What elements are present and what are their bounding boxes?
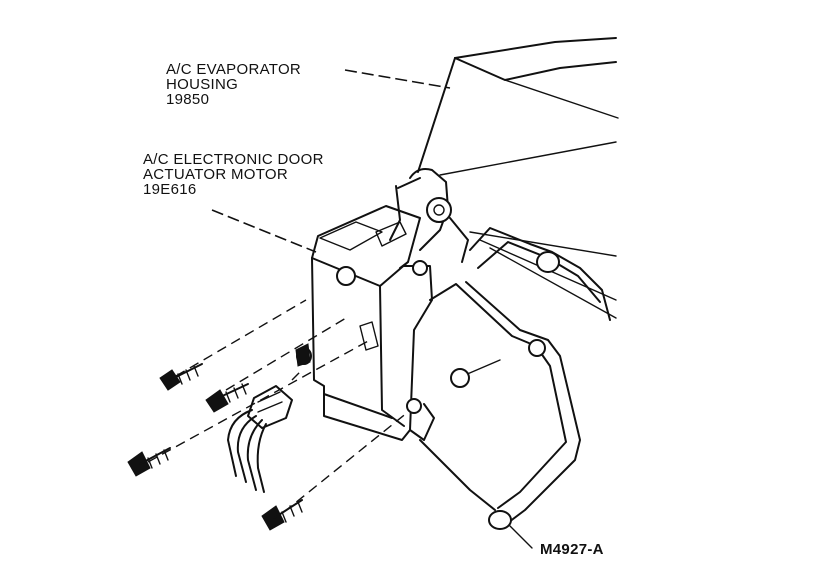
actuator-motor-label-line-3: 19E616 (143, 181, 197, 198)
leader-lines (211, 69, 533, 549)
evaporator-housing-label-line-1: A/C EVAPORATOR (166, 61, 302, 78)
evaporator-housing (417, 37, 619, 319)
mounting-bracket (419, 227, 611, 530)
mounting-screws (127, 299, 409, 531)
evaporator-housing-label-line-3: 19850 (166, 91, 210, 108)
actuator-motor-label-line-2: ACTUATOR MOTOR (143, 166, 289, 183)
evaporator-housing-label: A/C EVAPORATOR HOUSING 19850 (166, 62, 301, 107)
figure-reference-code: M4927-A (540, 541, 604, 558)
linkage-arm (389, 168, 469, 263)
actuator-motor-label-line-1: A/C ELECTRONIC DOOR (143, 151, 324, 168)
actuator-motor-body (296, 205, 435, 441)
evaporator-housing-label-line-2: HOUSING (166, 76, 239, 93)
connector-wires (227, 385, 293, 493)
actuator-motor-label: A/C ELECTRONIC DOOR ACTUATOR MOTOR 19E61… (143, 152, 324, 197)
